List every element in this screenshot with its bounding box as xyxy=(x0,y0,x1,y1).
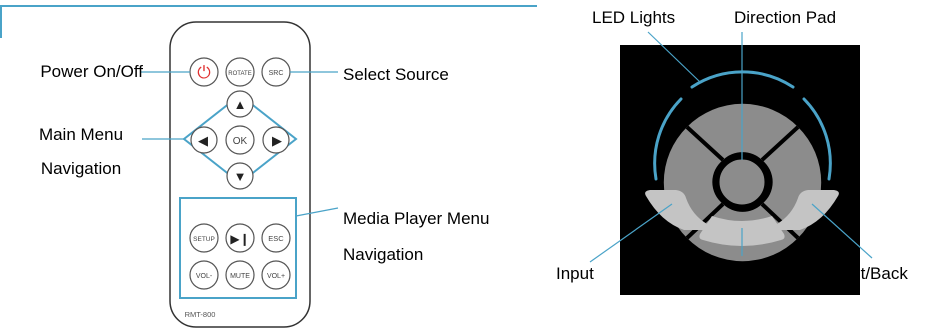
esc-button-label: ESC xyxy=(268,234,284,243)
down-arrow-icon: ▼ xyxy=(234,169,247,184)
ok-button[interactable] xyxy=(225,125,255,155)
led-arc-left xyxy=(653,97,683,181)
up-arrow-icon: ▲ xyxy=(234,97,247,112)
main-menu-label: Main Menu xyxy=(38,125,124,144)
main-menu-label-line2: Navigation xyxy=(40,159,122,178)
down-button[interactable] xyxy=(226,162,254,190)
exit-back-button[interactable] xyxy=(776,190,839,230)
mute-button-label: MUTE xyxy=(230,273,250,280)
vol-minus-button-label: VOL- xyxy=(196,273,213,280)
power-label: Power On/Off xyxy=(40,62,143,81)
mute-button[interactable] xyxy=(225,260,255,290)
exit-back-label: Exit/Back xyxy=(837,264,908,283)
input-button[interactable] xyxy=(645,190,708,230)
input-callout-line xyxy=(589,203,673,263)
direction-pad-label: Direction Pad xyxy=(734,8,837,27)
dpad-separator xyxy=(685,202,725,240)
src-button-label: SRC xyxy=(269,70,284,77)
power-icon: ⏻ xyxy=(197,63,211,82)
up-button[interactable] xyxy=(226,90,254,118)
vol-minus-button[interactable] xyxy=(189,260,219,290)
dpad-separator xyxy=(685,125,725,162)
rotate-button[interactable] xyxy=(225,57,255,87)
led-lights-label: LED Lights xyxy=(592,8,676,27)
media-player-highlight xyxy=(179,197,297,299)
led-lights-callout-line xyxy=(647,31,701,83)
right-button[interactable] xyxy=(262,126,290,154)
exit-back-callout-line xyxy=(811,203,873,259)
right-arrow-icon: ▶ xyxy=(272,133,282,148)
left-button[interactable] xyxy=(190,126,218,154)
media-player-label: Media Player Menu xyxy=(343,209,490,228)
led-arc-right xyxy=(802,97,832,181)
vol-plus-button[interactable] xyxy=(261,260,291,290)
rotate-button-label: ROTATE xyxy=(228,71,251,77)
media-player-label-line2: Navigation xyxy=(343,245,424,264)
vol-plus-button-label: VOL+ xyxy=(267,273,285,280)
esc-button[interactable] xyxy=(261,223,291,253)
remote-model-label: RMT-800 xyxy=(185,310,216,319)
left-arrow-icon: ◀ xyxy=(198,133,208,148)
on-off-label: On / Off xyxy=(712,264,772,283)
media-player-callout-line xyxy=(295,207,339,217)
dpad-center[interactable] xyxy=(716,156,768,208)
setup-button[interactable] xyxy=(189,223,219,253)
play-pause-button[interactable] xyxy=(225,223,255,253)
dpad-separator xyxy=(760,125,800,162)
setup-button-label: SETUP xyxy=(193,236,215,243)
dpad-separator xyxy=(760,202,800,240)
ok-button-label: OK xyxy=(233,136,248,147)
input-label: Input xyxy=(556,264,594,283)
play-pause-icon: ▶❙ xyxy=(230,232,249,246)
select-source-label: Select Source xyxy=(343,65,449,84)
